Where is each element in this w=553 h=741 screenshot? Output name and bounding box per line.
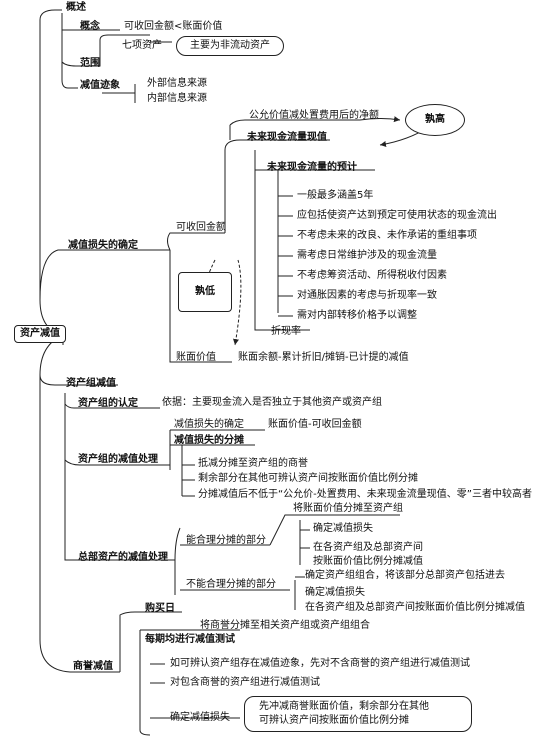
purchase-label: 购买日 (145, 603, 175, 614)
alloc-item-2: 剩余部分在其他可辨认资产间按账面价值比例分摊 (198, 473, 418, 484)
lower-tag: 孰低 (178, 272, 232, 312)
cf-item-7: 需对内部转移价格予以调整 (297, 310, 417, 321)
test-item-1: 如可辨认资产组存在减值迹象，先对不含商誉的资产组进行减值测试 (170, 658, 470, 669)
hq-can: 能合理分摊的部分 (186, 535, 266, 546)
cf-item-3: 不考虑未来的改良、未作承诺的重组事项 (297, 230, 477, 241)
overview-title: 概述 (66, 2, 86, 13)
cf-forecast: 未来现金流量的预计 (267, 162, 357, 173)
concept-label: 概念 (80, 21, 100, 32)
confirm-note-box: 先冲减商誉账面价值，剩余部分在其他 可辨认资产间按账面价值比例分摊 (244, 696, 472, 732)
book-value-def: 账面余额-累计折旧/摊销-已计提的减值 (238, 352, 409, 363)
signs-label: 减值迹象 (80, 80, 120, 91)
signs-item-external: 外部信息来源 (147, 78, 207, 89)
scope-item: 七项资产 (122, 40, 162, 51)
cf-item-1: 一般最多涵盖5年 (297, 190, 374, 201)
scope-label: 范围 (80, 58, 100, 69)
loss-allocation: 减值损失的分摊 (174, 435, 244, 446)
alloc-item-1: 抵减分摊至资产组的商誉 (198, 458, 308, 469)
test-item-2: 对包含商誉的资产组进行减值测试 (170, 677, 320, 688)
cf-item-6: 对通胀因素的考虑与折现率一致 (297, 290, 437, 301)
recognition-label: 资产组的认定 (78, 398, 138, 409)
goodwill-title: 商誉减值 (73, 661, 113, 672)
hq-cannot-item-3: 在各资产组及总部资产间按账面价值比例分摊减值 (305, 602, 525, 613)
pv-future-cf: 未来现金流量现值 (247, 132, 327, 143)
treatment-label: 资产组的减值处理 (78, 454, 158, 465)
purchase-text: 将商誉分摊至相关资产组或资产组组合 (200, 620, 370, 631)
hq-can-top: 将账面价值分摊至资产组 (293, 503, 403, 514)
signs-item-internal: 内部信息来源 (147, 93, 207, 104)
confirm-loss: 确定减值损失 (170, 712, 230, 723)
confirm-note-line-1: 先冲减商誉账面价值，剩余部分在其他 (259, 701, 429, 712)
recognition-text: 依据：主要现金流入是否独立于其他资产或资产组 (162, 397, 382, 408)
higher-tag: 孰高 (405, 104, 465, 136)
confirm-note-line-2: 可辨认资产间按账面价值比例分摊 (259, 715, 409, 726)
annual-test: 每期均进行减值测试 (145, 634, 235, 645)
cf-item-5: 不考虑筹资活动、所得税收付因素 (297, 270, 447, 281)
hq-can-item-1: 确定减值损失 (313, 523, 373, 534)
scope-note: 主要为非流动资产 (176, 36, 284, 56)
discount-rate: 折现率 (271, 326, 301, 337)
determination-title: 减值损失的确定 (68, 240, 138, 251)
book-value: 账面价值 (176, 352, 216, 363)
alloc-item-3: 分摊减值后不低于“公允价-处置费用、未来现金流量现值、零”三者中较高者 (198, 489, 532, 500)
hq-can-item-2: 在各资产组及总部资产间 (313, 542, 423, 553)
recoverable-amount: 可收回金额 (176, 222, 226, 233)
hq-label: 总部资产的减值处理 (78, 552, 168, 563)
root-node: 资产减值 (14, 325, 66, 343)
loss-confirm-text: 账面价值-可收回金额 (268, 419, 362, 430)
hq-cannot: 不能合理分摊的部分 (186, 579, 276, 590)
loss-confirm: 减值损失的确定 (174, 419, 244, 430)
hq-cannot-item-1: 确定资产组组合，将该部分总部资产包括进去 (305, 570, 505, 581)
cf-item-4: 需考虑日常维护涉及的现金流量 (297, 250, 437, 261)
hq-cannot-item-2: 确定减值损失 (305, 587, 365, 598)
hq-can-item-3: 按账面价值比例分摊减值 (313, 556, 423, 567)
cf-item-2: 应包括使资产达到预定可使用状态的现金流出 (297, 210, 497, 221)
concept-text: 可收回金额<账面价值 (124, 21, 223, 32)
fair-value-net: 公允价值减处置费用后的净额 (249, 110, 379, 121)
asset-group-title: 资产组减值 (66, 378, 116, 389)
